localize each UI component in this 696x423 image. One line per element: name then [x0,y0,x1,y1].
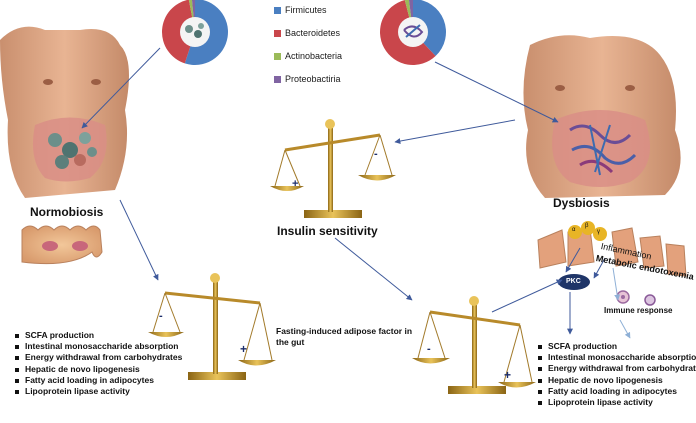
list-item: Lipoprotein lipase activity [537,397,696,408]
legend-item-proteobactiria: Proteobactiria [274,74,341,84]
legend-label: Actinobacteria [285,51,343,61]
gamma-subunit-label: γ [597,229,600,235]
scale-minus-sign: - [374,148,378,160]
damaged-gut-epithelium [537,221,687,290]
legend-swatch [274,52,281,60]
legend-swatch [274,6,281,14]
scale-plus-sign: + [240,342,248,356]
donut-slice-proteobactiria [408,0,413,32]
immune-cells [616,290,656,306]
normobiosis-gut-microbiota [48,132,97,169]
normobiosis-torso [0,26,129,198]
dysbiosis-torso [523,35,681,198]
scale-minus-sign: - [159,310,163,322]
list-item: SCFA production [537,341,696,352]
scale-minus-sign: - [427,343,431,355]
normobiosis-effects-list: SCFA production Intestinal monosaccharid… [14,330,182,397]
list-item: Energy withdrawal from carbohydrates [537,363,696,374]
donut-slice-proteobactiria [191,0,195,32]
list-item: Intestinal monosaccharide absorption [537,352,696,363]
insulin-sensitivity-scale [270,119,396,218]
list-item: Intestinal monosaccharide absorption [14,341,182,352]
legend-label: Firmicutes [285,5,327,15]
list-item: SCFA production [14,330,182,341]
legend-item-bacteroidetes: Bacteroidetes [274,28,340,38]
list-item: Fatty acid loading in adipocytes [14,375,182,386]
normobiosis-label: Normobiosis [30,205,104,219]
normal-gut-epithelium [21,225,103,265]
scale-plus-sign: + [292,178,299,190]
dysbiosis-scale [412,296,536,394]
fasting-factor-label: Fasting-induced adipose factor in the gu… [276,326,413,347]
list-item: Fatty acid loading in adipocytes [537,386,696,397]
normobiosis-scale [148,273,276,380]
legend-swatch [274,29,281,37]
dysbiosis-effects-list: SCFA production Intestinal monosaccharid… [537,341,696,408]
list-item: Energy withdrawal from carbohydrates [14,352,182,363]
legend-item-firmicutes: Firmicutes [274,5,327,15]
alpha-subunit-label: α [572,227,576,233]
list-item: Hepatic de novo lipogenesis [14,364,182,375]
donut-slice-actinobacteria [188,0,195,32]
legend-label: Bacteroidetes [285,28,341,38]
dysbiosis-donut-bacteria [403,24,424,38]
list-item: Lipoprotein lipase activity [14,386,182,397]
donut-slice-firmicutes [413,0,446,57]
legend-swatch [274,75,281,83]
donut-slice-bacteroidetes [162,0,195,64]
immune-response-label: Immune response [604,306,673,315]
list-item: Hepatic de novo lipogenesis [537,375,696,386]
legend-item-actinobacteria: Actinobacteria [274,51,342,61]
beta-subunit-label: β [585,223,589,229]
dysbiosis-gut-microbiota [569,124,637,176]
scale-plus-sign: + [504,368,512,382]
normobiosis-donut-bacteria [185,23,204,38]
dysbiosis-label: Dysbiosis [553,196,610,210]
pkc-label: PKC [566,278,581,285]
legend-label: Proteobactiria [285,74,341,84]
insulin-sensitivity-label: Insulin sensitivity [277,224,378,238]
flow-arrows [81,47,631,339]
